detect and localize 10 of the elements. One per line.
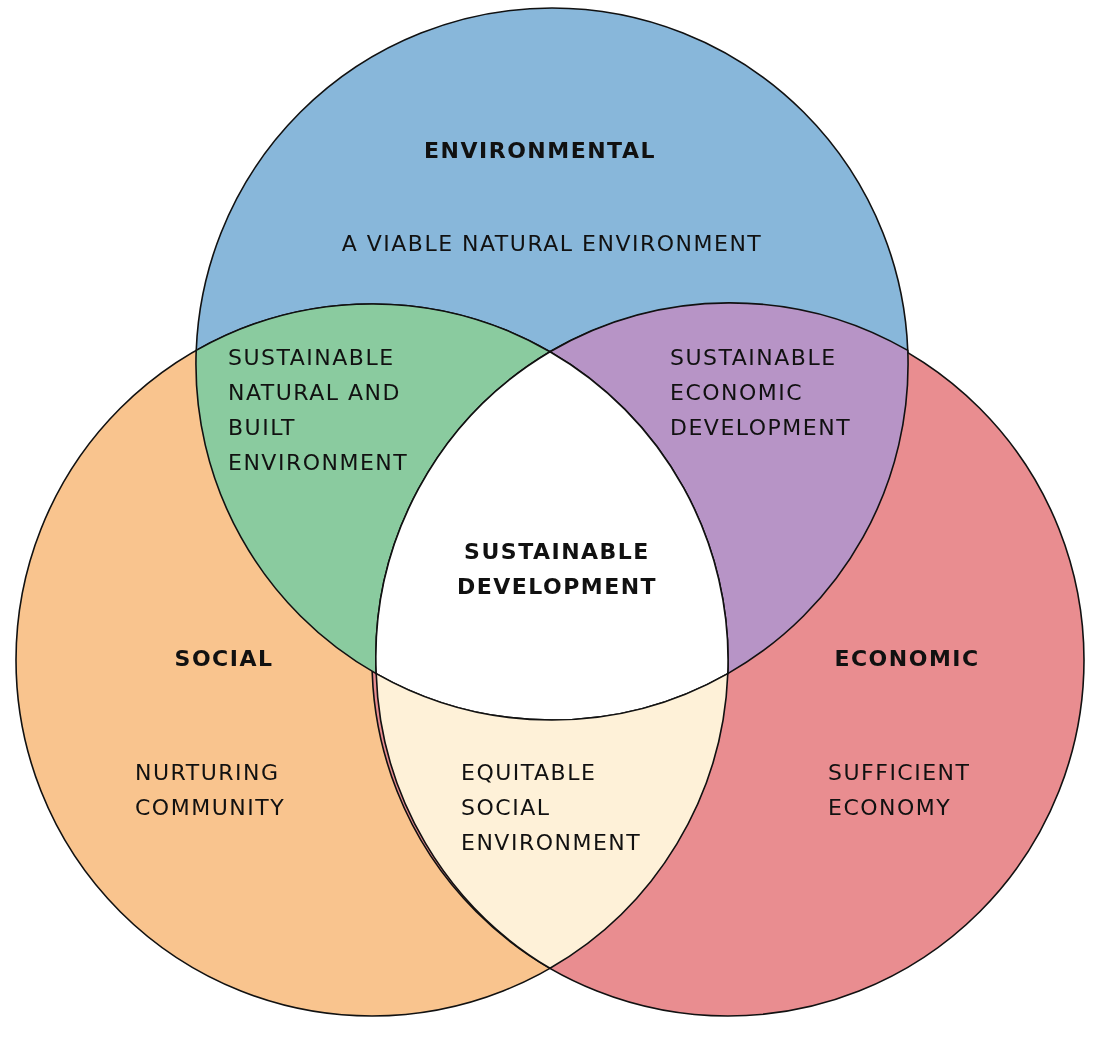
circle-description: A VIABLE NATURAL ENVIRONMENT [340, 230, 764, 258]
region-label: EQUITABLE SOCIAL ENVIRONMENT [461, 759, 643, 857]
circle-description: NURTURING COMMUNITY [135, 759, 287, 822]
circle-description: SUFFICIENT ECONOMY [828, 759, 972, 822]
center-label: SUSTAINABLE DEVELOPMENT [455, 538, 659, 601]
circle-heading: ENVIRONMENTAL [423, 137, 657, 165]
region-label: SUSTAINABLE ECONOMIC DEVELOPMENT [670, 344, 853, 442]
region-label: SUSTAINABLE NATURAL AND BUILT ENVIRONMENT [228, 344, 410, 477]
circle-heading: SOCIAL [173, 645, 275, 673]
circle-heading: ECONOMIC [833, 645, 981, 673]
